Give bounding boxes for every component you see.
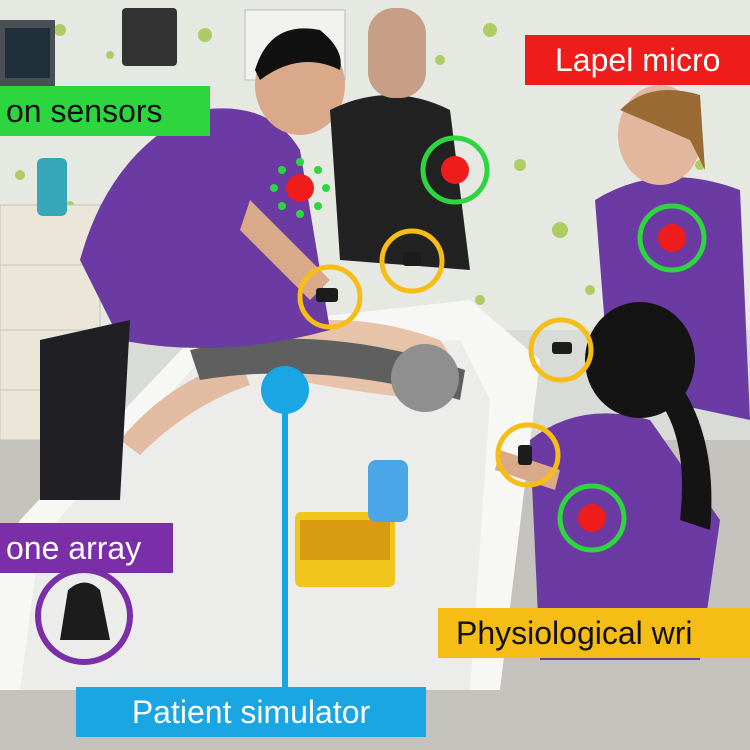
lapel-microphone-dots xyxy=(286,156,686,532)
sensor-ring xyxy=(420,135,490,205)
nurse-left xyxy=(40,28,345,500)
wristband-ring xyxy=(528,317,594,383)
person-center-back xyxy=(330,8,470,270)
sensor-ring xyxy=(557,483,627,553)
nurse-right-front xyxy=(495,302,720,660)
microphone-array-label: one array xyxy=(0,523,173,573)
monitor-screen xyxy=(5,28,50,78)
wristband-ring xyxy=(379,228,445,294)
wristband-ring xyxy=(297,264,363,330)
lapel-microphones-label: Lapel micro xyxy=(525,35,750,85)
microphone-array-device xyxy=(60,582,110,640)
mic-dot xyxy=(658,224,686,252)
patient-simulator-label: Patient simulator xyxy=(76,687,426,737)
sensor-dotted-ring xyxy=(270,158,330,218)
wristband-markers xyxy=(297,228,594,488)
blue-pad xyxy=(368,460,408,522)
bed-sheet xyxy=(20,340,490,690)
location-sensor-rings xyxy=(420,135,707,553)
sensor-ring xyxy=(637,203,707,273)
manikin-head xyxy=(391,344,459,412)
mic-dot xyxy=(441,156,469,184)
mic-dot xyxy=(286,174,314,202)
patient-simulator-dot xyxy=(261,366,309,414)
location-sensors-label: on sensors xyxy=(0,86,210,136)
wall-phone xyxy=(122,8,177,66)
physiological-wristbands-label: Physiological wri xyxy=(438,608,750,658)
wristband-bands xyxy=(316,252,572,465)
mic-dot xyxy=(578,504,606,532)
blue-bottle xyxy=(37,158,67,216)
manikin-arm xyxy=(120,360,250,455)
wristband-ring xyxy=(495,422,561,488)
